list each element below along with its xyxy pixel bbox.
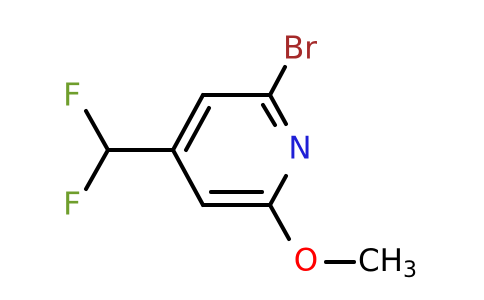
bond-c6-n: [268, 174, 288, 207]
double-bond-c3-c4: [184, 106, 211, 152]
double-bond-n-c2: [261, 103, 277, 127]
methyl-subscript: 3: [403, 258, 417, 283]
atom-label-bromine: Br: [283, 31, 317, 67]
atom-label-methyl: CH3: [358, 243, 417, 284]
atom-label-fluorine-bottom: F: [63, 187, 81, 223]
atom-label-fluorine-top: F: [63, 78, 81, 114]
pyridine-ring: [171, 93, 288, 207]
bond-c2-br: [268, 65, 287, 97]
bond-c3-c4: [171, 93, 205, 152]
bond-chf2-f1: [84, 109, 110, 152]
bond-chf2-f2: [84, 148, 110, 191]
bond-c4-c5: [171, 148, 205, 207]
atom-label-nitrogen: N: [288, 131, 311, 167]
atom-label-oxygen: O: [294, 243, 318, 279]
methyl-symbol: CH: [358, 243, 403, 279]
bond-n-c2: [268, 93, 288, 126]
bond-c6-o: [268, 203, 291, 241]
